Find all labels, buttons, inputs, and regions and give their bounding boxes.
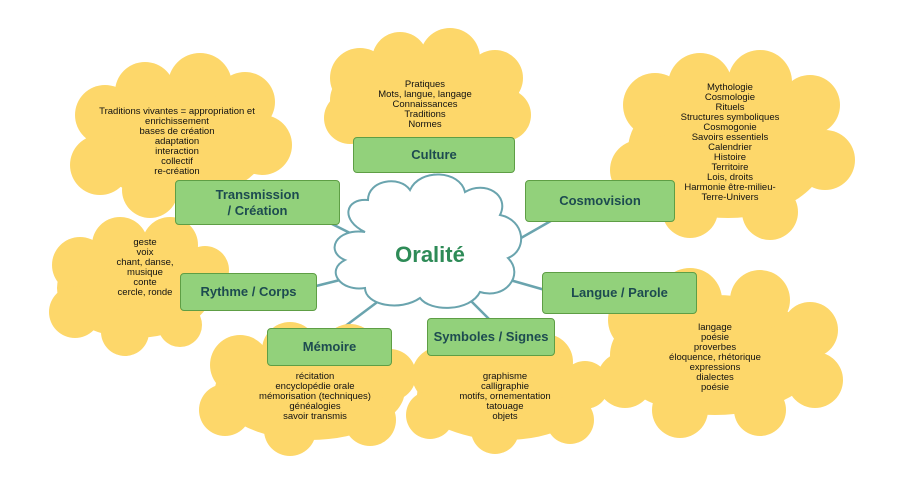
node-cosmovision[interactable]: Cosmovision (525, 180, 675, 222)
node-rythme[interactable]: Rythme / Corps (180, 273, 317, 311)
note-langue-item: poésie (701, 382, 729, 393)
node-transmission-label-line1: Transmission (215, 186, 300, 202)
note-cosmovision-item: Histoire (713, 152, 747, 163)
note-rythme-item: conte (133, 277, 157, 288)
note-symboles-item: graphisme (482, 371, 528, 382)
note-culture-item: Connaissances (392, 99, 458, 110)
note-cosmovision-item: Rituels (715, 102, 745, 113)
note-rythme: geste voix chant, danse, musique conte c… (95, 238, 195, 298)
cloud-transmission (70, 53, 292, 218)
node-transmission-label-line2: / Création (227, 202, 288, 218)
node-culture-label: Culture (411, 147, 457, 162)
node-symboles-label: Symboles / Signes (433, 329, 549, 344)
node-cosmovision-label: Cosmovision (559, 193, 641, 208)
center-title: Oralité (395, 242, 465, 267)
note-langue-item: expressions (689, 362, 741, 373)
note-langue-item: poésie (701, 332, 729, 343)
connector-symboles (469, 299, 491, 321)
note-langue: langage poésie proverbes éloquence, rhét… (655, 323, 775, 393)
note-cosmovision-item: Harmonie être-milieu- (684, 182, 776, 193)
note-transmission-item: adaptation (154, 136, 200, 147)
note-rythme-item: musique (127, 267, 163, 278)
node-culture[interactable]: Culture (353, 137, 515, 173)
note-symboles-item: tatouage (486, 401, 524, 412)
note-symboles-item: motifs, ornementation (459, 391, 551, 402)
cloud-symboles (406, 332, 609, 454)
note-memoire: récitation encyclopédie orale mémorisati… (240, 372, 390, 422)
note-transmission: Traditions vivantes = appropriation et e… (93, 107, 261, 177)
note-memoire-item: généalogies (289, 401, 341, 412)
cloud-rythme (49, 217, 229, 356)
node-rythme-label: Rythme / Corps (200, 284, 297, 299)
note-clouds (49, 28, 855, 456)
node-langue-label: Langue / Parole (571, 285, 668, 300)
note-culture: Pratiques Mots, langue, langage Connaiss… (360, 80, 490, 130)
note-transmission-item: enrichissement (145, 116, 209, 127)
note-langue-item: proverbes (693, 342, 737, 353)
note-transmission-item: Traditions vivantes = appropriation et (99, 106, 255, 117)
note-symboles-item: calligraphie (480, 381, 530, 392)
node-symboles[interactable]: Symboles / Signes (427, 318, 555, 356)
note-transmission-item: collectif (161, 156, 193, 167)
note-langue-item: dialectes (696, 372, 734, 383)
note-rythme-item: chant, danse, (116, 257, 174, 268)
note-cosmovision-item: Mythologie (707, 82, 753, 93)
node-memoire[interactable]: Mémoire (267, 328, 392, 366)
note-cosmovision-item: Cosmogonie (703, 122, 757, 133)
note-cosmovision-item: Structures symboliques (680, 112, 780, 123)
note-symboles-item: objets (492, 411, 518, 422)
note-memoire-item: savoir transmis (283, 411, 347, 422)
node-memoire-label: Mémoire (302, 339, 357, 354)
note-memoire-item: récitation (295, 371, 335, 382)
note-transmission-item: bases de création (139, 126, 215, 137)
note-cosmovision-item: Terre-Univers (701, 192, 759, 203)
central-cloud (333, 173, 523, 309)
note-langue-item: langage (698, 322, 732, 333)
cloud-culture (324, 28, 531, 166)
note-cosmovision-item: Territoire (711, 162, 749, 173)
note-culture-item: Traditions (404, 109, 446, 120)
note-rythme-item: voix (136, 247, 154, 258)
note-symboles: graphisme calligraphie motifs, ornementa… (445, 372, 565, 422)
note-cosmovision-item: Calendrier (708, 142, 752, 153)
node-transmission[interactable]: Transmission / Création (175, 180, 340, 225)
note-cosmovision-item: Savoirs essentiels (691, 132, 769, 143)
note-culture-item: Pratiques (404, 79, 446, 90)
note-culture-item: Mots, langue, langage (378, 89, 472, 100)
note-langue-item: éloquence, rhétorique (669, 352, 761, 363)
note-cosmovision-item: Cosmologie (704, 92, 756, 103)
note-transmission-item: interaction (155, 146, 199, 157)
note-memoire-item: mémorisation (techniques) (259, 391, 371, 402)
note-transmission-item: re-création (154, 166, 200, 177)
note-culture-item: Normes (408, 119, 442, 130)
note-rythme-item: cercle, ronde (117, 287, 173, 298)
note-rythme-item: geste (133, 237, 157, 248)
note-cosmovision-item: Lois, droits (707, 172, 753, 183)
node-langue[interactable]: Langue / Parole (542, 272, 697, 314)
note-memoire-item: encyclopédie orale (275, 381, 355, 392)
connector-langue (509, 278, 546, 292)
note-cosmovision: Mythologie Cosmologie Rituels Structures… (665, 83, 795, 203)
